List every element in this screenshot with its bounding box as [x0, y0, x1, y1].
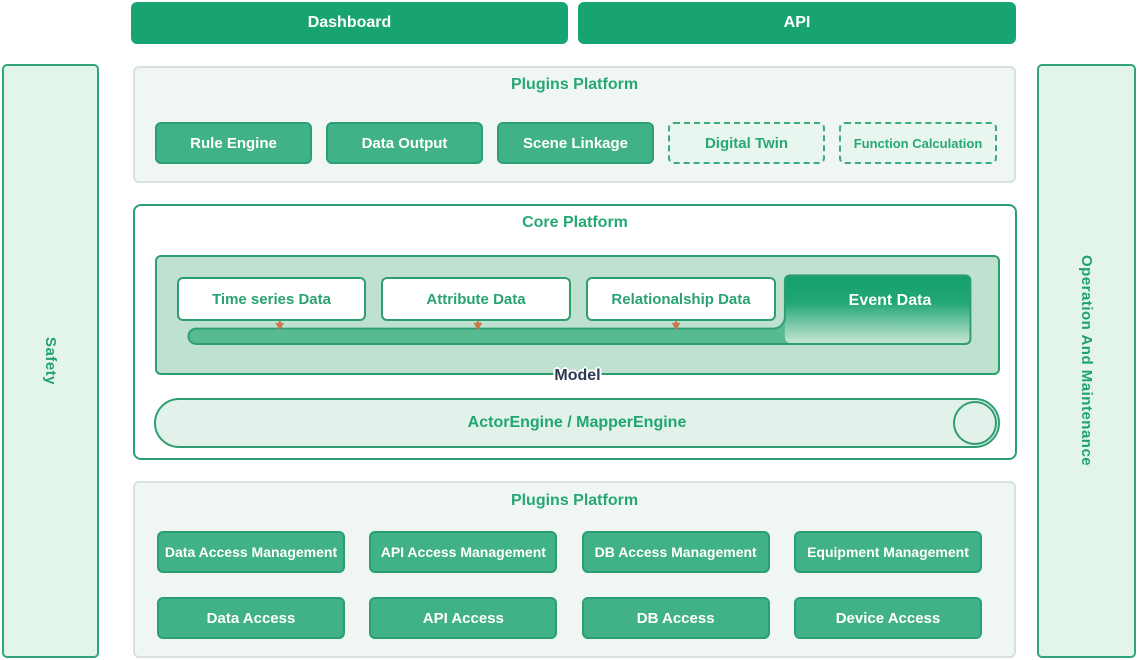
safety-rail-label: Safety: [42, 336, 59, 386]
api-access-label: API Access: [422, 609, 504, 627]
core-platform-title: Core Platform: [522, 214, 628, 231]
db-access-node[interactable]: DB Access: [581, 597, 770, 639]
db-access-management-node[interactable]: DB Access Management: [581, 531, 770, 573]
model-bus-graphic: [187, 274, 972, 345]
data-access-management-label: Data Access Management: [164, 544, 338, 560]
plugins-platform-bottom-title: Plugins Platform: [510, 492, 639, 509]
data-output-node[interactable]: Data Output: [326, 122, 483, 164]
operation-maintenance-rail-label: Operation And Maintenance: [1078, 255, 1095, 467]
db-access-label: DB Access: [636, 609, 715, 627]
time-series-data-label: Time series Data: [212, 290, 331, 308]
plugins-platform-bottom-panel: Plugins Platform Data Access Management …: [133, 481, 1016, 658]
equipment-management-node[interactable]: Equipment Management: [793, 531, 982, 573]
device-access-label: Device Access: [835, 609, 941, 627]
time-series-data-node[interactable]: Time series Data: [177, 277, 366, 321]
plugins-top-button-row: Rule Engine Data Output Scene Linkage Di…: [155, 122, 997, 164]
api-access-management-node[interactable]: API Access Management: [369, 531, 558, 573]
api-access-node[interactable]: API Access: [369, 597, 558, 639]
event-data-label: Event Data: [848, 292, 932, 309]
plugins-platform-top-title: Plugins Platform: [510, 76, 639, 93]
operation-maintenance-rail: Operation And Maintenance: [1037, 64, 1136, 658]
core-platform-panel: Core Platform: [133, 204, 1017, 460]
function-calculation-label: Function Calculation: [853, 135, 983, 151]
scene-linkage-label: Scene Linkage: [522, 134, 629, 152]
api-access-management-label: API Access Management: [380, 544, 546, 560]
digital-twin-node[interactable]: Digital Twin: [668, 122, 825, 164]
scene-linkage-node[interactable]: Scene Linkage: [497, 122, 654, 164]
device-access-node[interactable]: Device Access: [793, 597, 982, 639]
rule-engine-label: Rule Engine: [190, 134, 277, 152]
attribute-data-node[interactable]: Attribute Data: [381, 277, 571, 321]
digital-twin-label: Digital Twin: [704, 134, 789, 152]
api-button-label: API: [783, 14, 811, 31]
actor-mapper-engine-node[interactable]: ActorEngine / MapperEngine: [154, 398, 1000, 448]
model-label: Model: [554, 367, 601, 384]
relationalship-data-node[interactable]: Relationalship Data: [586, 277, 776, 321]
rule-engine-node[interactable]: Rule Engine: [155, 122, 312, 164]
safety-rail: Safety: [2, 64, 99, 658]
actor-mapper-engine-label: ActorEngine / MapperEngine: [467, 414, 687, 431]
function-calculation-node[interactable]: Function Calculation: [839, 122, 997, 164]
dashboard-button-label: Dashboard: [307, 14, 392, 31]
plugins-platform-top-panel: Plugins Platform Rule Engine Data Output…: [133, 66, 1016, 183]
event-data-gradient: [784, 275, 971, 344]
data-access-management-node[interactable]: Data Access Management: [157, 531, 345, 573]
plugins-bottom-row-2: Data Access API Access DB Access Device …: [157, 597, 982, 639]
equipment-management-label: Equipment Management: [807, 544, 969, 560]
data-bus-outline: [187, 274, 972, 345]
engine-cylinder-cap: [953, 401, 997, 445]
data-output-label: Data Output: [361, 134, 448, 152]
data-access-node[interactable]: Data Access: [157, 597, 345, 639]
db-access-management-label: DB Access Management: [594, 544, 757, 560]
data-access-label: Data Access: [206, 609, 296, 627]
api-button[interactable]: API: [578, 2, 1016, 44]
event-data-node[interactable]: Event Data: [794, 276, 986, 326]
attribute-data-label: Attribute Data: [426, 290, 526, 308]
plugins-bottom-row-1: Data Access Management API Access Manage…: [157, 531, 982, 573]
model-container: Time series Data Attribute Data Relation…: [155, 255, 1000, 384]
dashboard-button[interactable]: Dashboard: [131, 2, 568, 44]
relationalship-data-label: Relationalship Data: [611, 290, 751, 308]
